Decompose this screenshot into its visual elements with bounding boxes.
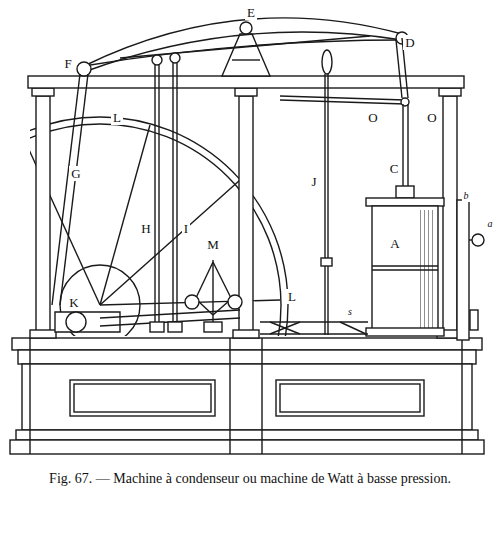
pump-rods <box>150 63 182 332</box>
parallel-motion <box>280 38 409 106</box>
part-letter: O <box>366 110 379 125</box>
part-letter: M <box>205 237 221 252</box>
part-letter: s <box>346 306 354 318</box>
part-letter: I <box>182 221 190 236</box>
air-pump-rod <box>321 74 332 335</box>
cylinder <box>366 198 444 336</box>
part-letter: K <box>67 295 80 310</box>
part-letter: G <box>69 166 82 181</box>
base-pedestal <box>10 338 484 454</box>
governor <box>185 260 242 332</box>
part-letter: E <box>245 5 257 20</box>
piston-rod <box>396 104 414 198</box>
entablature <box>28 76 464 88</box>
beam <box>77 18 408 76</box>
part-letter: a <box>486 218 495 230</box>
connecting-rod <box>52 74 88 305</box>
part-letter: D <box>403 35 416 50</box>
part-letter: A <box>388 236 401 251</box>
part-letter: L <box>111 110 123 125</box>
part-letter: O <box>425 110 438 125</box>
part-letter: F <box>62 56 73 71</box>
part-letter: L <box>286 289 298 304</box>
part-letter: b <box>462 190 471 202</box>
part-letter: J <box>309 174 318 189</box>
part-letter: H <box>139 221 152 236</box>
valve-chest <box>457 200 484 340</box>
part-letter: C <box>388 161 401 176</box>
figure-caption: Fig. 67. — Machine à condenseur ou machi… <box>30 470 470 488</box>
columns <box>30 88 463 338</box>
floor-framework <box>260 322 368 334</box>
crank <box>55 310 240 332</box>
